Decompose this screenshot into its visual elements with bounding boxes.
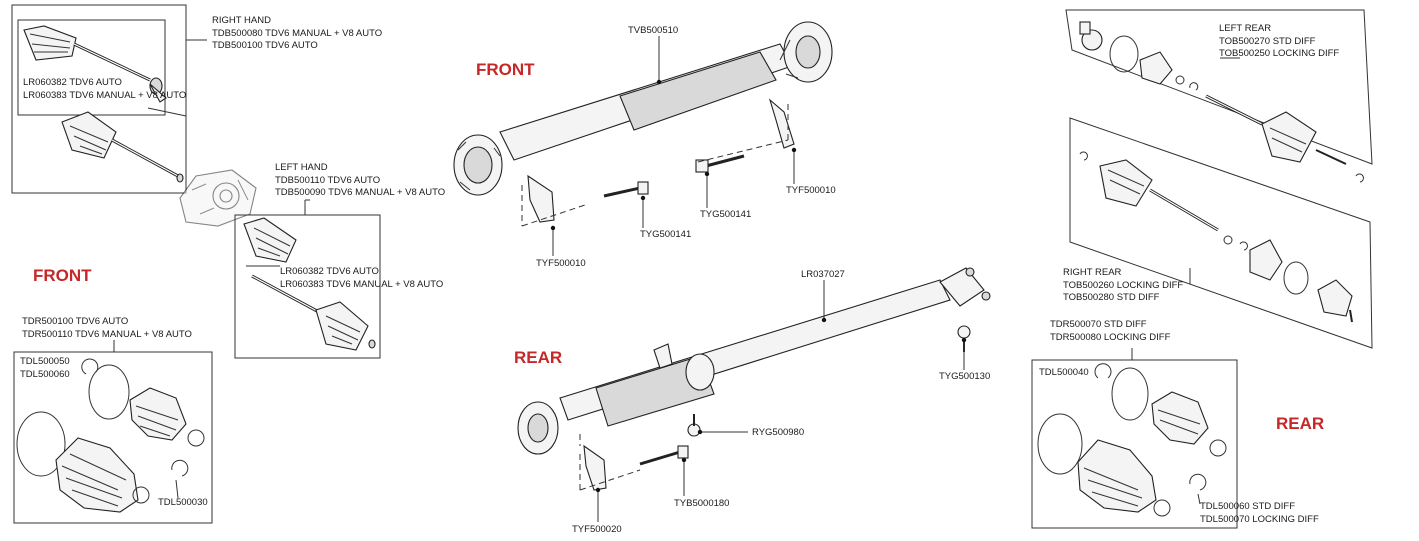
label-tdl-rear: TDL500060 STD DIFF TDL500070 LOCKING DIF… — [1200, 501, 1319, 526]
label-right-hand: RIGHT HAND TDB500080 TDV6 MANUAL + V8 AU… — [212, 15, 382, 53]
label-line: TDL500060 STD DIFF — [1200, 501, 1296, 512]
rear-left-halfshaft-panel — [1065, 9, 1373, 183]
label-line: TOB500280 STD DIFF — [1063, 292, 1160, 303]
label-line: TDL500060 — [20, 368, 70, 380]
front-left-hand-halfshaft-box — [234, 199, 381, 359]
label-tdl500040: TDL500040 — [1039, 367, 1089, 378]
label-line: LR060383 TDV6 MANUAL + V8 AUTO — [280, 278, 444, 290]
label-line: TDB500110 TDV6 AUTO — [275, 174, 381, 186]
label-line: LR060382 TDV6 AUTO — [280, 266, 379, 277]
label-line: TOB500250 LOCKING DIFF — [1219, 48, 1340, 59]
label-line: TDR500100 TDV6 AUTO — [22, 316, 129, 327]
label-line: TDB500080 TDV6 MANUAL + V8 AUTO — [212, 27, 383, 39]
rear-right-halfshaft-panel — [1069, 117, 1373, 349]
label-line: TOB500270 STD DIFF — [1219, 35, 1316, 47]
label-tyf500020: TYF500020 — [572, 524, 622, 535]
label-line: TOB500260 LOCKING DIFF — [1063, 279, 1184, 291]
label-line: TDR500110 TDV6 MANUAL + V8 AUTO — [22, 328, 192, 340]
label-line: RIGHT HAND — [212, 15, 271, 26]
front-right-hand-halfshaft-box — [11, 4, 207, 194]
label-line: LR060382 TDV6 AUTO — [23, 77, 122, 88]
label-line: TDB500090 TDV6 MANUAL + V8 AUTO — [275, 187, 446, 198]
front-propshaft — [453, 21, 833, 256]
header-front-propshaft: FRONT — [476, 60, 535, 79]
label-left-rear: LEFT REAR TOB500270 STD DIFF TOB500250 L… — [1219, 23, 1339, 61]
label-line: LEFT HAND — [275, 162, 328, 173]
label-line: RIGHT REAR — [1063, 267, 1122, 278]
label-line: LEFT REAR — [1219, 23, 1272, 34]
front-differential-housing — [179, 169, 257, 227]
rear-boot-kit-box — [1031, 348, 1238, 529]
label-left-hand: LEFT HAND TDB500110 TDV6 AUTO TDB500090 … — [275, 162, 445, 200]
label-tvb500510: TVB500510 — [628, 25, 679, 36]
label-line: TDB500100 TDV6 AUTO — [212, 40, 318, 51]
label-tyg500141-b: TYG500141 — [700, 209, 752, 220]
label-tdr-front: TDR500100 TDV6 AUTO TDR500110 TDV6 MANUA… — [22, 316, 192, 341]
header-rear-propshaft: REAR — [514, 348, 563, 367]
label-line: TDL500070 LOCKING DIFF — [1200, 513, 1319, 525]
label-line: TDR500070 STD DIFF — [1050, 319, 1147, 330]
label-right-rear: RIGHT REAR TOB500260 LOCKING DIFF TOB500… — [1063, 267, 1183, 305]
rear-propshaft — [517, 267, 991, 522]
label-line: TDR500080 LOCKING DIFF — [1050, 331, 1171, 343]
label-line: TDL500050 — [20, 356, 70, 367]
label-tyg500130: TYG500130 — [939, 371, 991, 382]
label-tyg500141-a: TYG500141 — [640, 229, 692, 240]
label-tyb5000180: TYB5000180 — [674, 498, 730, 509]
label-tyf500010-a: TYF500010 — [536, 258, 586, 269]
label-tyf500010-b: TYF500010 — [786, 185, 836, 196]
label-ryg500980: RYG500980 — [752, 427, 805, 438]
header-rear-halfshaft: REAR — [1276, 414, 1325, 433]
label-lr037027: LR037027 — [801, 269, 845, 280]
label-inner-joint-left: LR060382 TDV6 AUTO LR060383 TDV6 MANUAL … — [280, 266, 443, 291]
label-tdr-rear: TDR500070 STD DIFF TDR500080 LOCKING DIF… — [1050, 319, 1170, 344]
label-tdl500030: TDL500030 — [158, 497, 208, 508]
front-boot-kit-box — [13, 340, 213, 524]
label-tdl-front: TDL500050 TDL500060 — [20, 356, 70, 381]
header-front-halfshaft: FRONT — [33, 266, 92, 285]
label-line: LR060383 TDV6 MANUAL + V8 AUTO — [23, 89, 187, 101]
label-inner-joint-right: LR060382 TDV6 AUTO LR060383 TDV6 MANUAL … — [23, 77, 186, 102]
